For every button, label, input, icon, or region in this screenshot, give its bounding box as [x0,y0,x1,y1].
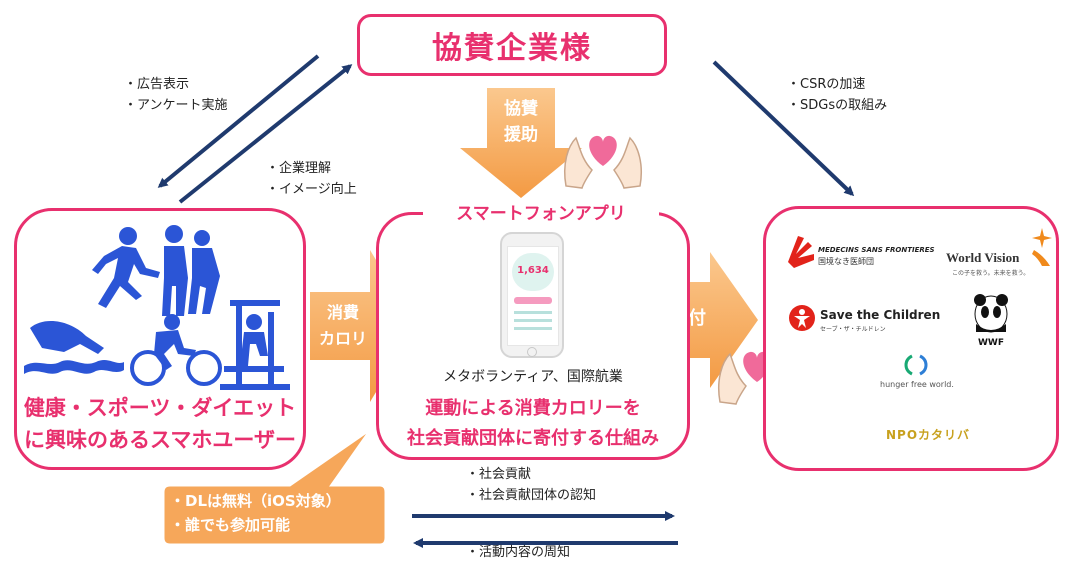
katariba-logo-text: NPOカタリバ [886,428,971,442]
note-item: ・SDGsの取組み [787,98,888,113]
note-item: ・社会貢献団体の認知 [466,488,597,503]
support-label-line: 援助 [504,125,538,145]
save-the-children-jp: セーブ・ザ・チルドレン [820,326,886,333]
note-bottom-top: ・社会貢献 ・社会貢献団体の認知 [466,464,596,506]
app-description: 運動による消費カロリーを 社会貢献団体に寄付する仕組み [376,394,690,454]
app-title: スマートフォンアプリ [456,204,626,224]
msf-logo-jp: 国境なき医師団 [818,257,874,266]
callout-bubble-shape [163,431,386,545]
arrow-sponsor-to-npo [712,60,855,197]
note-item: ・イメージ向上 [266,182,357,197]
sponsor-title: 協賛企業様 [432,31,592,66]
arrow-users-to-sponsor [178,64,353,204]
phone-list-line [514,311,552,314]
app-description-line: 運動による消費カロリーを [425,398,641,419]
gym-workout-icon [220,300,290,390]
support-label-line: 協賛 [504,99,538,119]
phone-action-bar [514,297,552,304]
world-vision-star-icon [1032,228,1052,266]
runner-icon [92,227,160,308]
hands-heart-icon [564,135,642,189]
save-the-children-logo-text: Save the Children [820,308,941,322]
world-vision-logo-text: World Vision [946,250,1020,265]
cyclist-icon [130,314,222,386]
npo-logos: MEDECINS SANS FRONTIERES 国境なき医師団 World V… [776,224,1052,460]
walkers-icon [162,225,220,316]
phone-calorie-value: 1,634 [517,265,549,276]
hunger-free-world-logo-icon [904,354,928,376]
sports-figures-illustration [24,225,290,390]
support-arrow-label: 協賛 援助 [487,96,555,148]
calories-label-line: カロリー [318,329,367,374]
arrow-sponsor-to-users [157,54,320,188]
note-left-mid: ・企業理解 ・イメージ向上 [266,158,357,200]
sponsor-box [357,14,667,76]
support-arrow-shape [460,88,582,198]
note-item: ・企業理解 [266,161,332,176]
world-vision-tagline: この子を救う。未来を救う。 [952,270,1030,277]
npo-box [763,206,1059,471]
calories-label-line: 消費 [326,303,359,322]
phone-list-line [514,327,552,330]
phone-home-button [527,347,537,357]
app-developer: メタボランティア、国際航業 [443,369,623,385]
note-item: ・CSRの加速 [787,77,866,92]
calories-arrow-label: 消費 カロリー [312,300,374,378]
users-caption-line: 健康・スポーツ・ダイエット [23,396,297,420]
save-the-children-logo-icon [789,305,815,331]
note-bottom-bottom: ・活動内容の周知 [466,542,570,563]
app-description-line: 社会貢献団体に寄付する仕組み [407,428,659,449]
callout-line: ・誰でも参加可能 [170,516,291,534]
users-caption: 健康・スポーツ・ダイエット に興味のあるスマホユーザー [14,392,306,456]
swimmer-icon [24,321,124,374]
note-left-top: ・広告表示 ・アンケート実施 [124,74,227,116]
note-item: ・広告表示 [124,77,190,92]
msf-logo-text: MEDECINS SANS FRONTIERES [818,246,935,254]
app-title-backdrop [423,199,659,223]
callout-text: ・DLは無料（iOS対象） ・誰でも参加可能 [170,489,380,537]
msf-logo-icon [788,236,814,268]
phone-screen: 1,634 [507,246,559,346]
note-item: ・社会貢献 [466,467,532,482]
users-caption-line: に興味のあるスマホユーザー [24,428,296,452]
phone-gauge [512,253,554,291]
callout-line: ・DLは無料（iOS対象） [170,492,341,510]
note-item: ・活動内容の周知 [466,545,571,560]
note-right-top: ・CSRの加速 ・SDGsの取組み [787,74,887,116]
phone-list-line [514,319,552,322]
smartphone-mockup: 1,634 [500,232,564,358]
hunger-free-world-logo-text: hunger free world. [880,380,954,389]
wwf-logo-text: WWF [977,338,1004,348]
note-item: ・アンケート実施 [124,98,228,113]
wwf-panda-icon [974,294,1008,333]
